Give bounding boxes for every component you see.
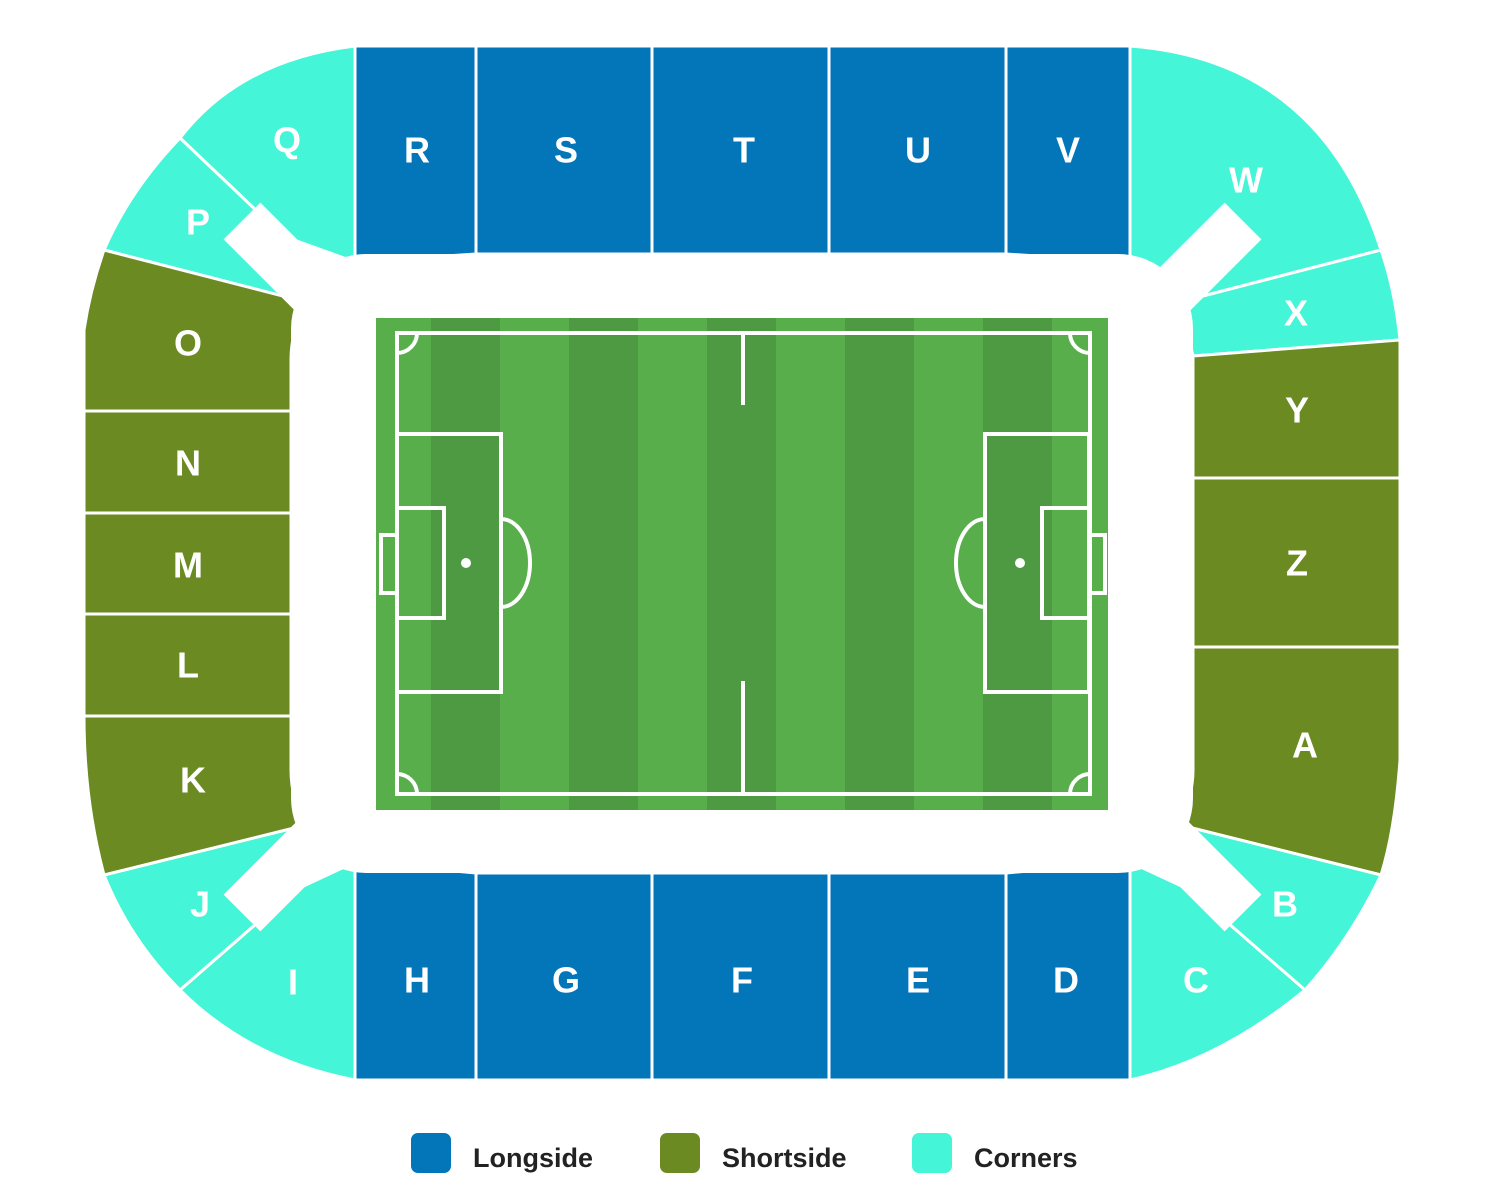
corner-arc (396, 772, 419, 795)
section-c[interactable] (1128, 860, 1307, 1082)
section-label-t: T (733, 130, 755, 171)
section-label-e: E (906, 960, 930, 1001)
section-i[interactable] (178, 860, 357, 1082)
longside-swatch (411, 1133, 451, 1173)
legend-item-shortside: Shortside (660, 1132, 847, 1174)
corner-passage (223, 202, 343, 322)
corner-passage (1142, 812, 1262, 932)
legend-item-longside: Longside (411, 1132, 593, 1174)
corner-arc (1068, 332, 1091, 355)
section-label-o: O (174, 323, 202, 364)
corner-arc (1068, 772, 1091, 795)
section-label-b: B (1272, 884, 1298, 925)
section-label-s: S (554, 130, 578, 171)
legend: Longside Shortside Corners (0, 1132, 1500, 1180)
pitch-stripe (569, 318, 638, 810)
football-pitch (376, 318, 1108, 810)
seating-sections (82, 44, 1402, 1082)
section-label-x: X (1284, 293, 1308, 334)
section-label-y: Y (1285, 390, 1309, 431)
section-label-p: P (186, 202, 210, 243)
goal-left (379, 533, 399, 595)
legend-label-corners: Corners (974, 1142, 1078, 1173)
section-label-l: L (177, 645, 199, 686)
section-label-i: I (288, 962, 298, 1003)
legend-item-corners: Corners (912, 1132, 1078, 1174)
section-label-n: N (175, 443, 201, 484)
section-label-h: H (404, 960, 430, 1001)
section-label-v: V (1056, 130, 1080, 171)
section-label-r: R (404, 130, 430, 171)
penalty-spot-left (461, 558, 471, 568)
shortside-swatch (660, 1133, 700, 1173)
penalty-spot-right (1015, 558, 1025, 568)
penalty-arc-right (954, 517, 986, 609)
section-label-d: D (1053, 960, 1079, 1001)
section-label-f: F (731, 960, 753, 1001)
section-label-m: M (173, 545, 203, 586)
goal-right (1087, 533, 1107, 595)
corner-arc (396, 332, 419, 355)
section-label-u: U (905, 130, 931, 171)
section-label-k: K (180, 760, 206, 801)
section-label-c: C (1183, 960, 1209, 1001)
section-label-j: J (190, 884, 210, 925)
corner-passage (223, 812, 343, 932)
section-label-w: W (1229, 160, 1263, 201)
penalty-arc-left (500, 517, 532, 609)
section-label-a: A (1292, 725, 1318, 766)
pitch-stripe (845, 318, 914, 810)
legend-label-shortside: Shortside (722, 1142, 847, 1173)
section-label-z: Z (1286, 543, 1308, 584)
section-labels: Q P R S T U V W X Y Z A B C D E F G H I J K L M N O (173, 120, 1318, 1003)
legend-label-longside: Longside (473, 1142, 593, 1173)
corners-swatch (912, 1133, 952, 1173)
section-label-g: G (552, 960, 580, 1001)
section-label-q: Q (273, 120, 301, 161)
corner-passage (1142, 202, 1262, 322)
